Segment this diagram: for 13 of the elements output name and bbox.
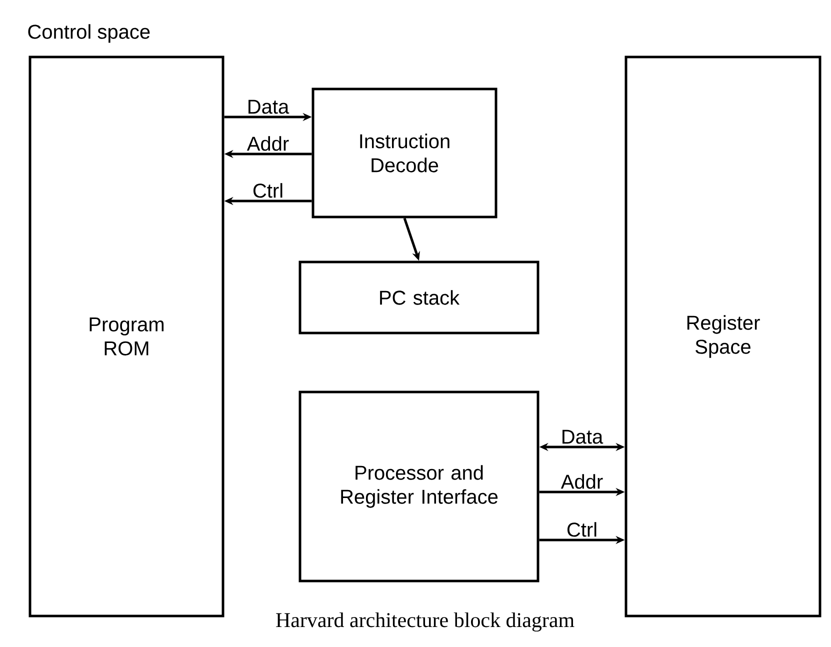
- edge-label: Addr: [560, 473, 604, 490]
- caption: Harvard architecture block diagram: [276, 612, 574, 632]
- block-box: Processor and Register Interface: [298, 390, 540, 582]
- heading: Control space: [28, 24, 150, 43]
- edge-label: Ctrl: [251, 182, 285, 199]
- edge-label: Addr: [246, 135, 290, 152]
- edge-label: Data: [560, 428, 604, 445]
- block-box: PC stack: [298, 260, 540, 334]
- edge-label: Ctrl: [565, 521, 599, 538]
- block-box: Register Space: [624, 56, 822, 618]
- edge-label: Data: [246, 98, 290, 115]
- block-box: Program ROM: [28, 56, 224, 618]
- block-box: Instruction Decode: [312, 88, 498, 218]
